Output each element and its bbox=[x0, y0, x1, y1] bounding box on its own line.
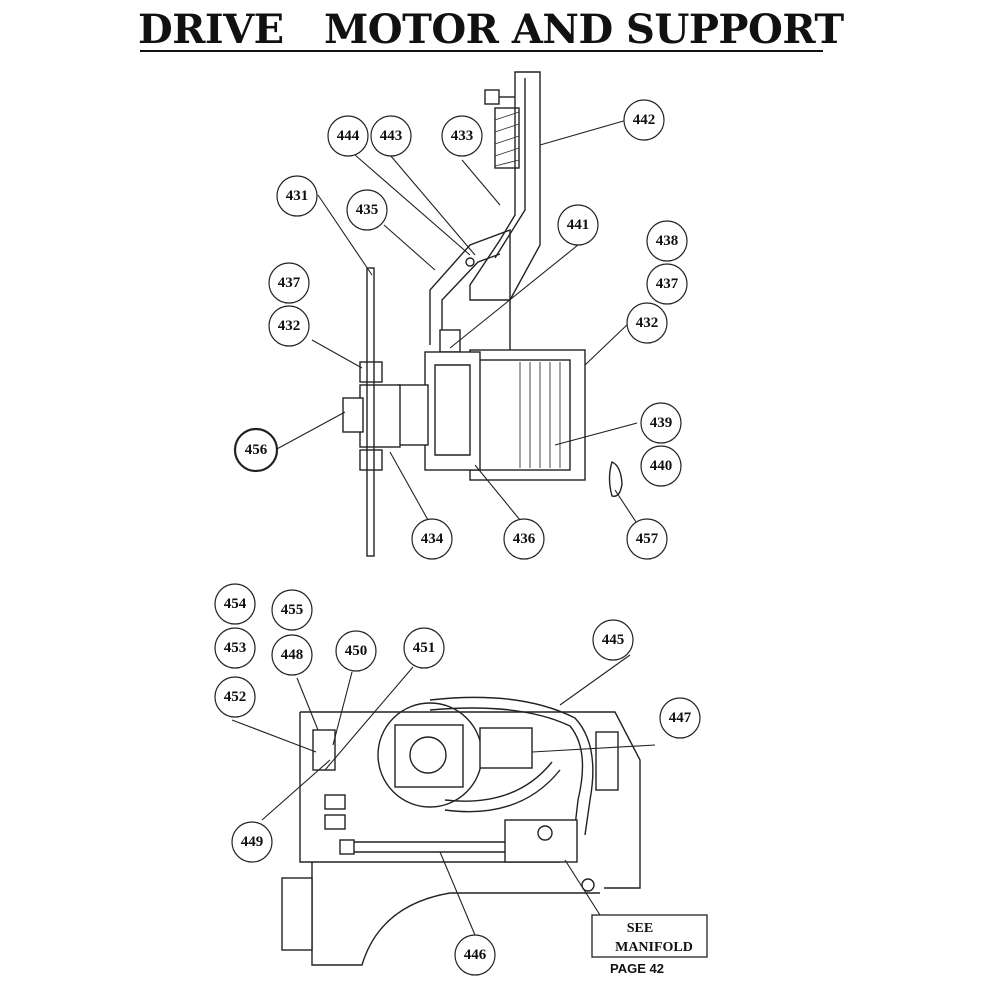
callout-442: 442 bbox=[623, 99, 665, 141]
callout-452: 452 bbox=[214, 676, 256, 718]
callout-454: 454 bbox=[214, 583, 256, 625]
title-underline bbox=[140, 50, 823, 52]
callout-448: 448 bbox=[271, 634, 313, 676]
callout-456: 456 bbox=[233, 427, 279, 473]
callout-444: 444 bbox=[327, 115, 369, 157]
svg-text:445: 445 bbox=[602, 632, 625, 648]
svg-text:440: 440 bbox=[650, 458, 673, 474]
callout-431: 431 bbox=[276, 175, 318, 217]
drive-motor-assembly bbox=[342, 71, 623, 557]
svg-text:439: 439 bbox=[650, 415, 673, 431]
callout-439: 439 bbox=[640, 402, 682, 444]
callout-446: 446 bbox=[454, 934, 496, 976]
svg-text:434: 434 bbox=[421, 531, 444, 547]
svg-text:435: 435 bbox=[356, 202, 379, 218]
callout-437: 437 bbox=[268, 262, 310, 304]
callout-455: 455 bbox=[271, 589, 313, 631]
svg-text:451: 451 bbox=[413, 640, 436, 656]
svg-text:453: 453 bbox=[224, 640, 247, 656]
svg-text:443: 443 bbox=[380, 128, 403, 144]
callout-438: 438 bbox=[646, 220, 688, 262]
callout-450: 450 bbox=[335, 630, 377, 672]
note-page-ref: PAGE 42 bbox=[610, 961, 664, 976]
callout-440: 440 bbox=[640, 445, 682, 487]
svg-text:444: 444 bbox=[337, 128, 360, 144]
see-manifold-note: SEE MANIFOLD PAGE 42 bbox=[591, 914, 708, 976]
callout-457: 457 bbox=[626, 518, 668, 560]
callout-436: 436 bbox=[503, 518, 545, 560]
svg-text:438: 438 bbox=[656, 233, 679, 249]
svg-text:457: 457 bbox=[636, 531, 659, 547]
svg-text:455: 455 bbox=[281, 602, 304, 618]
callout-447: 447 bbox=[659, 697, 701, 739]
callout-432: 432 bbox=[626, 302, 668, 344]
callout-432: 432 bbox=[268, 305, 310, 347]
svg-text:447: 447 bbox=[669, 710, 692, 726]
callout-433: 433 bbox=[441, 115, 483, 157]
svg-text:450: 450 bbox=[345, 643, 368, 659]
svg-text:446: 446 bbox=[464, 947, 487, 963]
svg-text:448: 448 bbox=[281, 647, 304, 663]
svg-text:449: 449 bbox=[241, 834, 264, 850]
callout-453: 453 bbox=[214, 627, 256, 669]
callout-441: 441 bbox=[557, 204, 599, 246]
callout-435: 435 bbox=[346, 189, 388, 231]
svg-text:432: 432 bbox=[636, 315, 659, 331]
page-title: DRIVE MOTOR AND SUPPORT bbox=[138, 6, 844, 53]
svg-text:431: 431 bbox=[286, 188, 309, 204]
callout-437: 437 bbox=[646, 263, 688, 305]
callout-434: 434 bbox=[411, 518, 453, 560]
svg-text:437: 437 bbox=[278, 275, 301, 291]
svg-text:442: 442 bbox=[633, 112, 656, 128]
svg-text:432: 432 bbox=[278, 318, 301, 334]
svg-text:452: 452 bbox=[224, 689, 247, 705]
leader-lines bbox=[231, 119, 656, 936]
note-see: SEE bbox=[627, 921, 653, 936]
note-manifold: MANIFOLD bbox=[615, 940, 693, 955]
callout-449: 449 bbox=[231, 821, 273, 863]
svg-text:454: 454 bbox=[224, 596, 247, 612]
callout-443: 443 bbox=[370, 115, 412, 157]
callout-445: 445 bbox=[592, 619, 634, 661]
svg-text:436: 436 bbox=[513, 531, 536, 547]
svg-text:441: 441 bbox=[567, 217, 590, 233]
callout-451: 451 bbox=[403, 627, 445, 669]
svg-text:433: 433 bbox=[451, 128, 474, 144]
base-hose-assembly bbox=[281, 696, 641, 966]
svg-text:437: 437 bbox=[656, 276, 679, 292]
svg-text:456: 456 bbox=[245, 442, 268, 458]
